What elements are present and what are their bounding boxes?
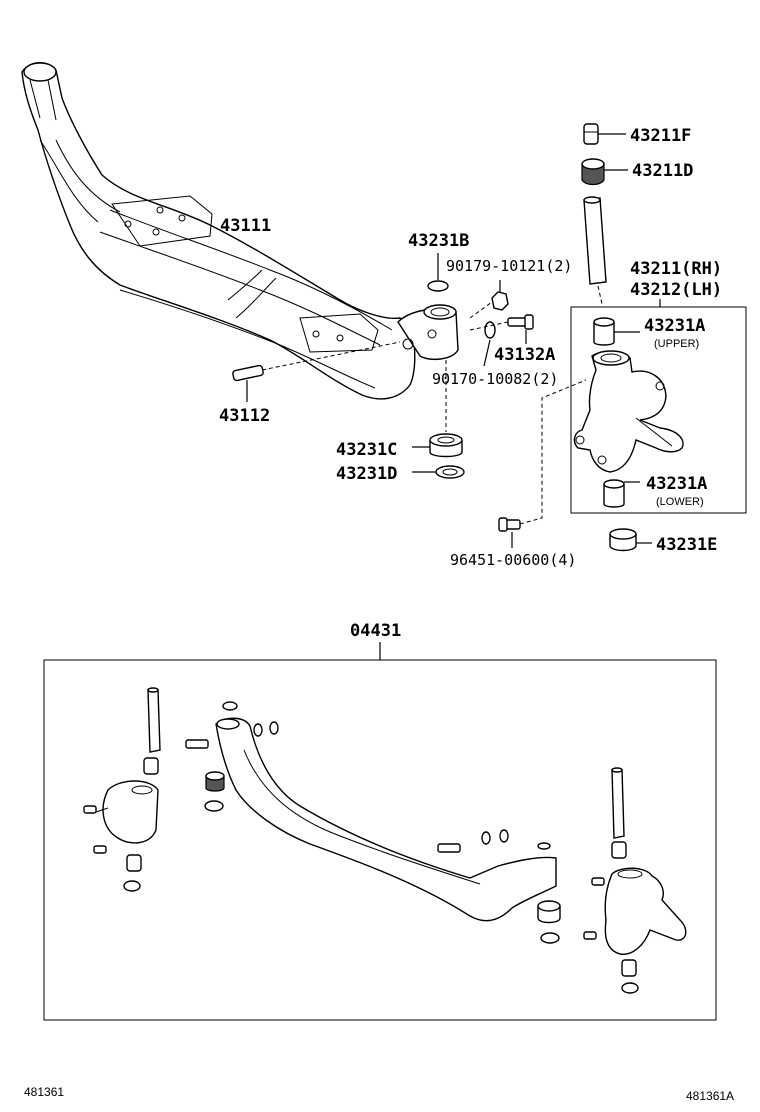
label-43231E: 43231E xyxy=(656,535,717,555)
kingpin-drawing xyxy=(583,196,607,305)
kit-contents-drawing xyxy=(83,687,687,994)
label-43112: 43112 xyxy=(219,406,270,426)
label-43231A-upper: 43231A xyxy=(644,316,705,336)
label-43211D: 43211D xyxy=(632,161,693,181)
grease-fitting-43211F-drawing xyxy=(583,123,626,145)
footer-code-left: 481361 xyxy=(24,1085,64,1099)
label-43231A-lower: 43231A xyxy=(646,474,707,494)
footer-code-right: 481361A xyxy=(686,1089,734,1103)
label-43111: 43111 xyxy=(220,216,271,236)
label-upper: (UPPER) xyxy=(654,338,699,350)
washer-90170 xyxy=(484,321,496,339)
label-lower: (LOWER) xyxy=(656,496,704,508)
label-43132A: 43132A xyxy=(494,345,555,365)
label-43231D: 43231D xyxy=(336,464,397,484)
label-43231C: 43231C xyxy=(336,440,397,460)
lower-bushing-drawing xyxy=(603,479,640,508)
axle-beam-drawing xyxy=(21,62,459,400)
cap-43231E-drawing xyxy=(609,528,652,552)
label-43212-lh: 43212(LH) xyxy=(630,280,722,300)
label-43211F: 43211F xyxy=(630,126,691,146)
label-43211-rh: 43211(RH) xyxy=(630,259,722,279)
upper-bushing-drawing xyxy=(593,317,640,346)
plug-43211D-drawing xyxy=(581,158,628,186)
steering-knuckle-drawing xyxy=(573,350,684,473)
washer-43231D-drawing xyxy=(412,465,465,479)
label-43231B: 43231B xyxy=(408,231,469,251)
knuckle-group-box xyxy=(570,306,747,514)
label-04431: 04431 xyxy=(350,621,401,641)
label-90179-10121: 90179-10121(2) xyxy=(446,257,572,275)
bolt-96451-drawing xyxy=(498,379,587,548)
stud-43112-drawing xyxy=(232,341,401,402)
nut-90179-drawing xyxy=(469,280,509,319)
label-90170-10082: 90170-10082(2) xyxy=(432,370,558,388)
label-96451-00600: 96451-00600(4) xyxy=(450,551,576,569)
o-ring-43231B xyxy=(427,280,449,292)
bolt-43132A-drawing xyxy=(469,314,534,344)
kit-04431-box xyxy=(43,659,717,1021)
bushing-43231C-drawing xyxy=(412,360,463,458)
